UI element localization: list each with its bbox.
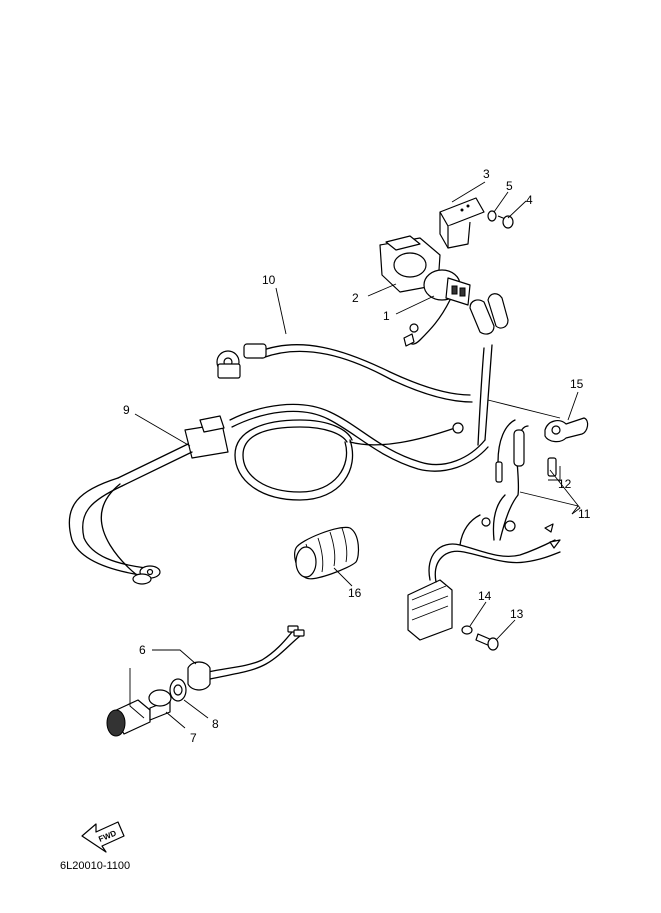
part-16-sleeve [294, 526, 360, 580]
callout-6: 6 [139, 643, 146, 657]
callout-1: 1 [383, 309, 390, 323]
callout-5: 5 [506, 179, 513, 193]
callout-12: 12 [558, 477, 572, 491]
callout-9: 9 [123, 403, 130, 417]
fwd-arrow-icon: FWD [81, 821, 125, 853]
part-1-relay [403, 269, 509, 347]
part-6-switch-lead [187, 625, 305, 691]
part-9-harness [68, 344, 493, 585]
callout-4: 4 [526, 193, 533, 207]
part-11-rectifier [407, 419, 561, 641]
part-12-fuse [547, 457, 557, 477]
callout-8: 8 [212, 717, 219, 731]
part-14-washer [461, 625, 473, 635]
callout-13: 13 [510, 607, 524, 621]
callout-2: 2 [352, 291, 359, 305]
callout-15: 15 [570, 377, 584, 391]
part-5-washer [487, 210, 497, 222]
part-3-bracket [439, 197, 485, 249]
part-7-switch [106, 689, 172, 737]
leader-lines [129, 181, 581, 729]
callout-7: 7 [190, 731, 197, 745]
callout-10: 10 [262, 273, 276, 287]
callout-3: 3 [483, 167, 490, 181]
callout-16: 16 [348, 586, 362, 600]
callouts: 3 5 4 2 1 10 9 15 12 11 16 14 13 6 8 7 [123, 167, 591, 745]
part-13-bolt [475, 633, 499, 651]
document-code: 6L20010-1100 [60, 860, 130, 872]
part-15-clamp [544, 417, 589, 443]
callout-14: 14 [478, 589, 492, 603]
part-10-lead-wire [216, 343, 473, 403]
callout-11: 11 [578, 507, 591, 521]
part-8-grommet [169, 678, 187, 702]
part-4-screw [497, 215, 514, 229]
